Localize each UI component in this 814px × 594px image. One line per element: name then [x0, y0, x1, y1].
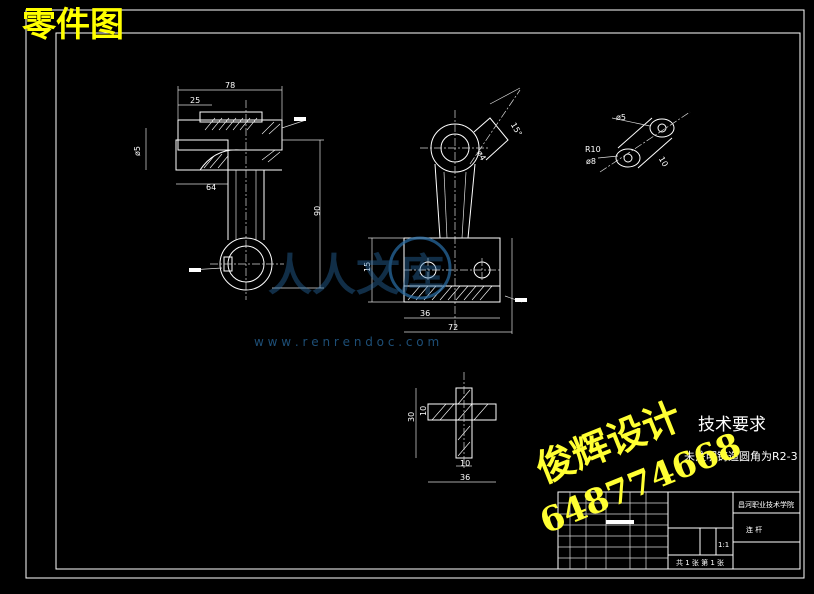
tech-note: 未注明铸造圆角为R2-3	[684, 449, 798, 463]
dim-sec-30: 30	[407, 412, 416, 422]
title-block: 昌河职业技术学院 连 杆 1:1 共 1 张 第 1 张	[557, 491, 801, 570]
detail-view: ø5 R10 ø8 10	[585, 111, 691, 173]
dim-o5: ø5	[133, 146, 142, 156]
page-title: 零件图	[22, 5, 124, 45]
section-view: 30 10 10 36	[407, 372, 497, 483]
dim-90: 90	[313, 206, 322, 216]
inner-frame	[55, 32, 801, 570]
designer-stamp: 俊辉设计 648774668	[529, 393, 746, 542]
tb-school: 昌河职业技术学院	[738, 500, 794, 509]
dim-d3: 10	[657, 155, 670, 168]
dim-d1: ø5	[616, 113, 626, 122]
dim-78: 78	[225, 81, 235, 90]
tb-part-name: 连 杆	[746, 525, 762, 534]
dim-sec-10b: 10	[460, 459, 470, 468]
front-view: 78 25 ø5 64 90	[133, 81, 324, 300]
dim-25: 25	[190, 96, 200, 105]
dim-72: 72	[448, 323, 458, 332]
watermark-url: w w w . r e n r e n d o c . c o m	[254, 335, 439, 349]
dim-r10: R10	[585, 145, 601, 154]
dim-15deg: 15°	[509, 121, 524, 138]
side-view: 15 36 72 15° ø4	[363, 87, 527, 334]
watermark-brand: 人人文库	[268, 250, 444, 301]
dim-d2: ø8	[586, 157, 596, 166]
dim-sec-36: 36	[460, 473, 470, 482]
dim-o4: ø4	[475, 149, 488, 162]
outer-frame	[25, 9, 805, 579]
watermark: 人人文库 w w w . r e n r e n d o c . c o m	[254, 236, 452, 349]
tb-sheet: 共 1 张 第 1 张	[676, 558, 724, 567]
dim-sec-10a: 10	[419, 406, 428, 416]
watermark-ring	[388, 236, 452, 300]
dim-36: 36	[420, 309, 430, 318]
dim-15: 15	[363, 262, 372, 272]
tb-scale: 1:1	[718, 541, 729, 549]
tech-heading: 技术要求	[698, 415, 766, 435]
dim-64: 64	[206, 183, 216, 192]
